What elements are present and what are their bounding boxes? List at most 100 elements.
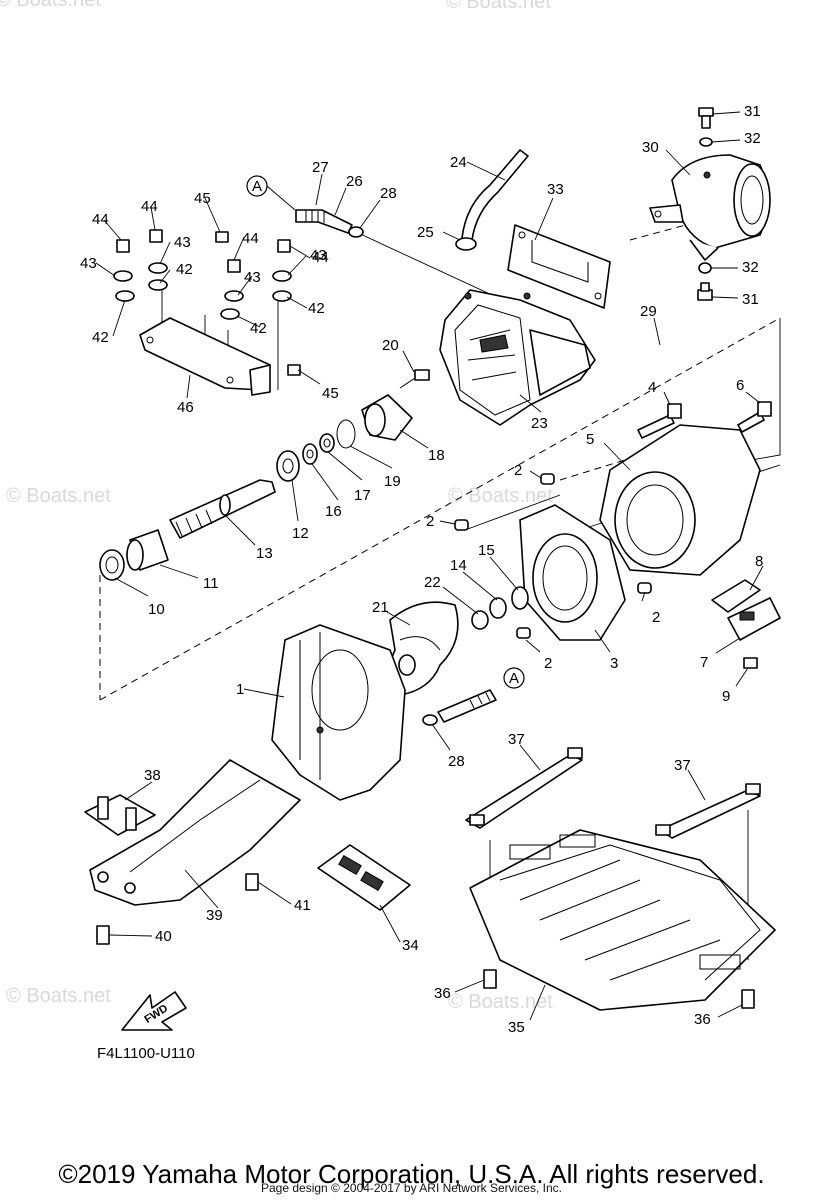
callout-7: 7 <box>700 654 708 671</box>
watermarks: © Boats.net © Boats.net © Boats.net © Bo… <box>0 0 553 1013</box>
callout-36-left: 36 <box>434 985 451 1002</box>
callout-leaders <box>95 111 764 1021</box>
part-12-bearing <box>276 450 300 482</box>
part-34-grill <box>317 844 411 911</box>
part-11-sleeve <box>126 529 169 571</box>
callout-4: 4 <box>648 379 656 396</box>
svg-text:A: A <box>509 670 519 687</box>
part-15-seal <box>511 586 529 610</box>
callout-35: 35 <box>508 1019 525 1036</box>
part-25-clamp <box>455 237 477 251</box>
callout-42-a: 42 <box>92 329 109 346</box>
callout-26: 26 <box>346 173 363 190</box>
part-21-impeller <box>389 601 459 696</box>
part-32-top-collar <box>699 137 713 147</box>
callout-16: 16 <box>325 503 342 520</box>
part-24-hose <box>461 149 529 241</box>
callout-37-left: 37 <box>508 731 525 748</box>
part-9-bolt <box>743 657 758 669</box>
callout-38: 38 <box>144 767 161 784</box>
page-design-credit: Page design © 2004-2017 by ARI Network S… <box>260 1181 562 1195</box>
callout-15: 15 <box>478 542 495 559</box>
callout-44-c: 44 <box>242 230 259 247</box>
callout-17: 17 <box>354 487 371 504</box>
callout-41: 41 <box>294 897 311 914</box>
callout-39: 39 <box>206 907 223 924</box>
callout-11: 11 <box>203 575 219 592</box>
part-1-intake-housing <box>271 624 406 801</box>
part-14-bearing <box>489 597 507 619</box>
watermark-center-bottom: © Boats.net <box>448 991 553 1013</box>
part-22-collar <box>471 610 489 630</box>
watermark-left-mid: © Boats.net <box>6 485 111 507</box>
part-46-bracket <box>139 317 271 396</box>
callout-42-c: 42 <box>308 300 325 317</box>
callout-29: 29 <box>640 303 657 320</box>
diagram-code: F4L1100-U110 <box>97 1045 195 1062</box>
callout-27: 27 <box>312 159 329 176</box>
callout-43-b: 43 <box>174 234 191 251</box>
part-37-left-rail <box>465 747 583 829</box>
callout-44-a: 44 <box>92 211 109 228</box>
svg-text:A: A <box>252 178 262 195</box>
part-33-plate <box>507 224 611 309</box>
watermark-top-left: © Boats.net <box>0 0 101 11</box>
callout-8: 8 <box>755 553 763 570</box>
part-38-plate <box>84 794 156 836</box>
part-37-right-rail <box>655 783 761 839</box>
part-17-washer <box>319 433 335 453</box>
ref-a-top: A <box>246 175 296 211</box>
callout-30: 30 <box>642 139 659 156</box>
callout-28-upper: 28 <box>380 185 397 202</box>
callout-14: 14 <box>450 557 467 574</box>
callout-43-d: 43 <box>310 247 327 264</box>
part-20-bolt <box>399 369 430 389</box>
callout-42-d: 42 <box>176 261 193 278</box>
part-4-bolt <box>637 403 682 439</box>
callout-43-c: 43 <box>244 269 261 286</box>
callout-31-top: 31 <box>744 103 761 120</box>
part-13-shaft <box>169 479 276 539</box>
callout-10: 10 <box>148 601 165 618</box>
callout-2-a: 2 <box>514 462 522 479</box>
callout-46: 46 <box>177 399 194 416</box>
callout-25: 25 <box>417 224 434 241</box>
callout-21: 21 <box>372 599 389 616</box>
part-3-pump-housing <box>519 504 626 641</box>
part-8-cover <box>711 579 761 613</box>
callout-18: 18 <box>428 447 445 464</box>
callout-20: 20 <box>382 337 399 354</box>
part-7-bracket <box>727 597 781 641</box>
callout-19: 19 <box>384 473 401 490</box>
callout-44-b: 44 <box>141 198 158 215</box>
watermark-top-center: © Boats.net <box>446 0 551 13</box>
callout-23: 23 <box>531 415 548 432</box>
callout-9: 9 <box>722 688 730 705</box>
callout-43-a: 43 <box>80 255 97 272</box>
part-30-nozzle <box>649 154 771 261</box>
part-23-pump-housing <box>439 289 596 426</box>
callout-13: 13 <box>256 545 273 562</box>
part-18-cap <box>361 394 413 441</box>
part-a-cable-joint <box>437 689 497 723</box>
part-5-duct <box>599 424 761 576</box>
part-39-intake-duct <box>89 759 301 906</box>
callout-2-c: 2 <box>652 609 660 626</box>
callout-5: 5 <box>586 431 594 448</box>
callout-22: 22 <box>424 574 441 591</box>
callout-37-right: 37 <box>674 757 691 774</box>
callout-33: 33 <box>547 181 564 198</box>
callout-31-bottom: 31 <box>742 291 759 308</box>
callout-2-b: 2 <box>426 513 434 530</box>
callout-44-d: 44 <box>312 249 329 266</box>
fwd-arrow: FWD <box>121 991 187 1031</box>
part-35-intake-grate <box>469 829 776 1011</box>
part-40-bolt <box>96 925 110 945</box>
callout-24: 24 <box>450 154 467 171</box>
callout-1: 1 <box>236 681 244 698</box>
watermark-left-bottom: © Boats.net <box>6 985 111 1007</box>
part-27-cable-end <box>295 209 353 234</box>
watermark-center-mid: © Boats.net <box>448 485 553 507</box>
ref-a-bottom: A <box>503 667 525 689</box>
